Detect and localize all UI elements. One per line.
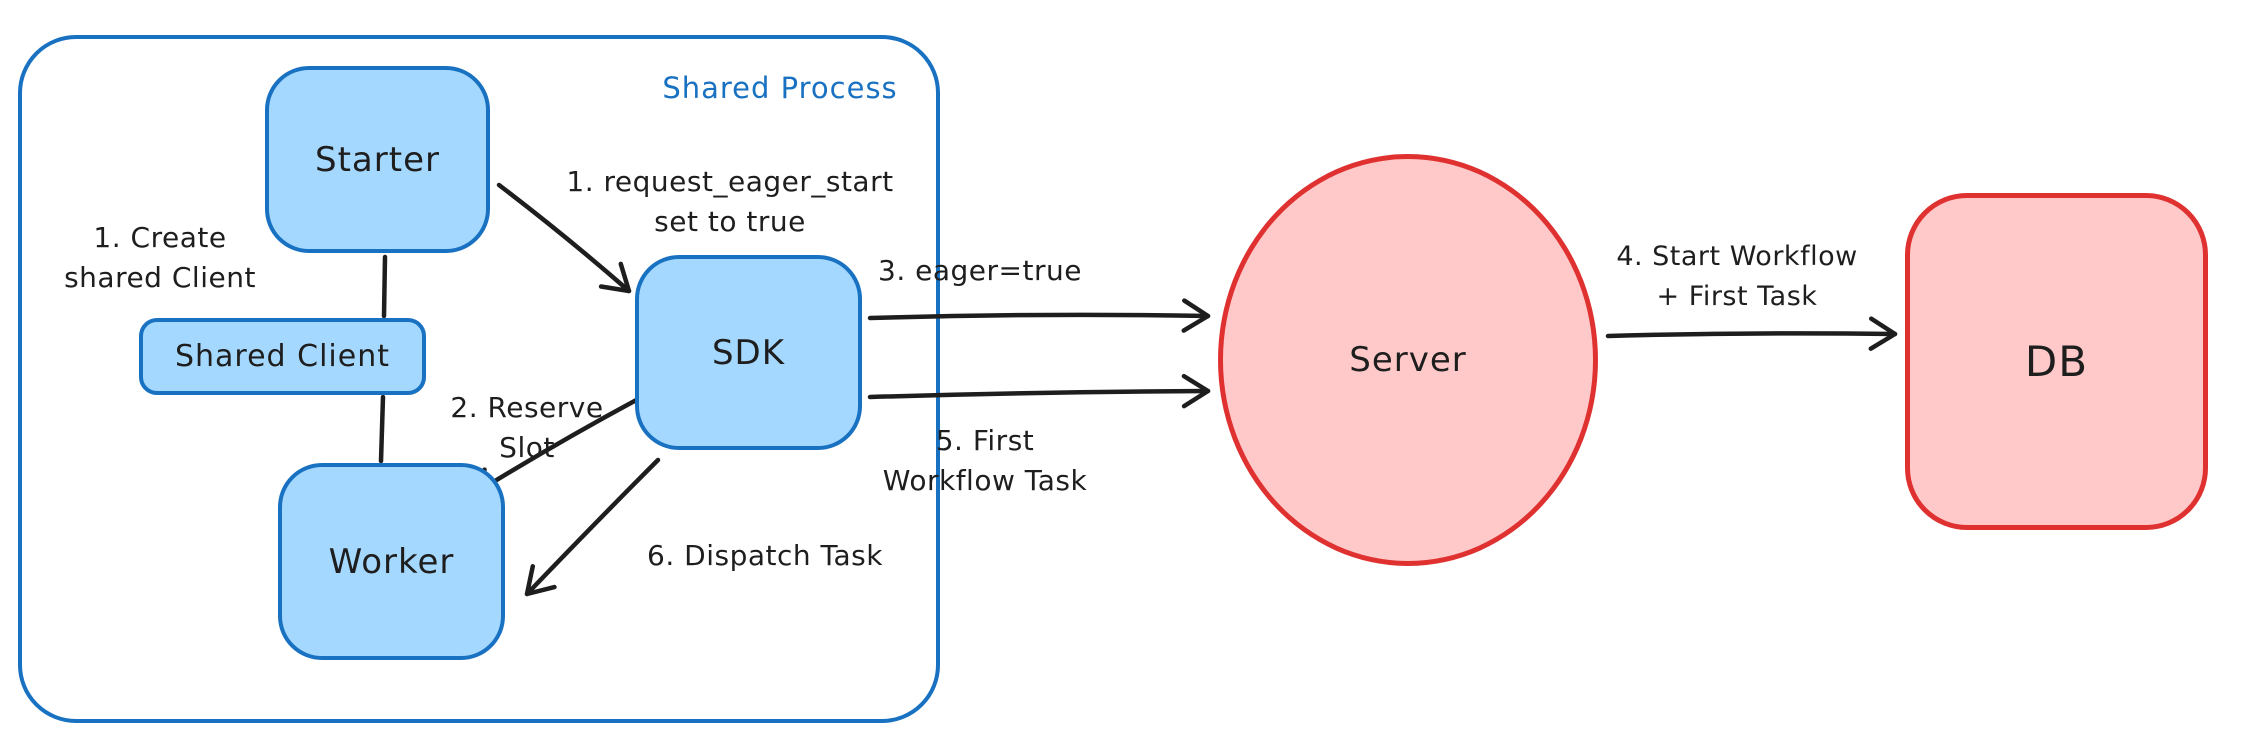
note-eager-true: 3. eager=true <box>878 251 1082 291</box>
node-sdk-label: SDK <box>711 332 786 373</box>
note-start-workflow-line2: + First Task <box>1656 281 1818 312</box>
note-reserve-slot-line1: 2. Reserve <box>450 391 604 424</box>
shared-process-label: Shared Process <box>662 71 898 105</box>
node-shared-client: Shared Client <box>139 318 426 395</box>
note-dispatch-task-text: 6. Dispatch Task <box>647 539 883 572</box>
node-db: DB <box>1905 193 2208 530</box>
node-db-label: DB <box>2024 337 2089 386</box>
node-worker-label: Worker <box>328 541 455 582</box>
note-create-shared-client-line2: shared Client <box>64 261 256 294</box>
node-worker: Worker <box>278 463 505 660</box>
arrow-start-workflow <box>1605 316 1898 351</box>
node-shared-client-label: Shared Client <box>174 339 390 374</box>
note-first-workflow-task-line1: 5. First <box>935 424 1035 457</box>
note-first-workflow-task-line2: Workflow Task <box>882 464 1088 497</box>
note-first-workflow-task: 5. First Workflow Task <box>883 421 1087 501</box>
shared-process-container <box>18 35 940 723</box>
node-sdk: SDK <box>635 255 862 450</box>
note-start-workflow-line1: 4. Start Workflow <box>1616 241 1858 272</box>
node-starter-label: Starter <box>315 139 440 180</box>
note-eager-true-text: 3. eager=true <box>878 254 1082 287</box>
note-request-eager-start: 1. request_eager_start set to true <box>566 162 893 242</box>
note-reserve-slot: 2. Reserve Slot <box>450 388 603 468</box>
note-reserve-slot-line2: Slot <box>499 431 555 464</box>
node-server-label: Server <box>1349 340 1467 380</box>
note-request-eager-start-line1: 1. request_eager_start <box>566 165 894 198</box>
node-starter: Starter <box>265 66 490 253</box>
note-create-shared-client: 1. Create shared Client <box>64 218 256 298</box>
note-start-workflow: 4. Start Workflow + First Task <box>1616 237 1857 317</box>
node-server: Server <box>1218 154 1598 566</box>
note-dispatch-task: 6. Dispatch Task <box>647 536 883 576</box>
note-create-shared-client-line1: 1. Create <box>93 221 227 254</box>
note-request-eager-start-line2: set to true <box>654 205 806 238</box>
